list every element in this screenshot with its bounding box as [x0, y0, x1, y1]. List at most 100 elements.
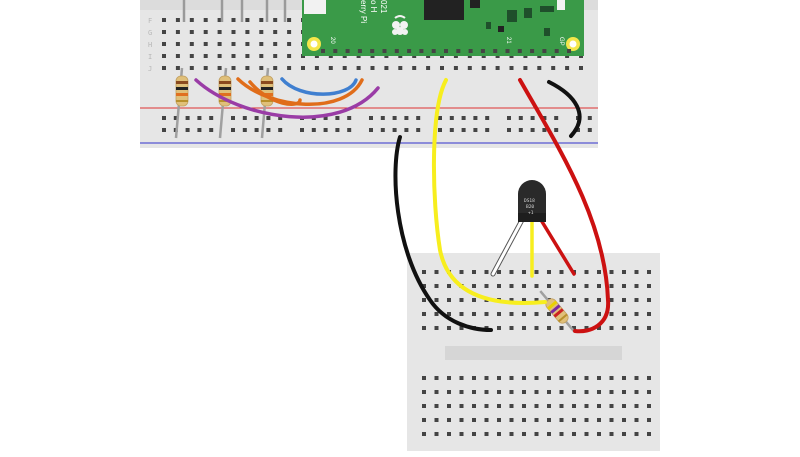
rail-hole — [209, 116, 214, 120]
breadboard-hole — [522, 376, 526, 380]
black-ground-wire — [393, 135, 493, 332]
breadboard-hole — [634, 432, 639, 436]
breadboard-hole — [203, 54, 208, 58]
breadboard-hole — [547, 390, 551, 394]
pico-pin — [554, 49, 559, 53]
rail-hole — [449, 116, 454, 120]
breadboard-hole — [534, 284, 539, 288]
breadboard-hole — [273, 18, 278, 22]
breadboard-hole — [537, 66, 542, 70]
breadboard-hole — [547, 270, 551, 274]
rail-hole — [542, 116, 547, 120]
breadboard-hole — [481, 66, 486, 70]
rail-hole — [278, 116, 283, 120]
pico-pin — [505, 49, 510, 53]
rail-hole — [266, 128, 271, 132]
breadboard-hole — [522, 326, 526, 330]
breadboard-hole — [422, 284, 426, 288]
breadboard-hole — [447, 418, 451, 422]
breadboard-hole — [434, 284, 439, 288]
breadboard-hole — [647, 312, 651, 316]
main-row-letters: F G H I J — [148, 17, 152, 73]
breadboard-hole — [453, 66, 458, 70]
breadboard-hole — [609, 376, 614, 380]
breadboard-hole — [497, 284, 501, 288]
breadboard-hole — [245, 18, 250, 22]
breadboard-hole — [273, 54, 278, 58]
row-letter-h: H — [148, 41, 152, 49]
breadboard-hole — [217, 30, 222, 34]
breadboard-hole — [459, 270, 464, 274]
pico-pin — [444, 49, 448, 53]
rail-hole — [266, 116, 271, 120]
breadboard-hole — [509, 418, 514, 422]
breadboard-hole — [609, 312, 614, 316]
breadboard-hole — [434, 270, 439, 274]
breadboard-hole — [287, 42, 292, 46]
breadboard-hole — [522, 418, 526, 422]
breadboard-hole — [609, 390, 614, 394]
rail-hole — [197, 128, 202, 132]
breadboard-hole — [559, 432, 564, 436]
breadboard-hole — [472, 376, 476, 380]
breadboard-hole — [634, 298, 639, 302]
breadboard-hole — [162, 18, 166, 22]
breadboard-hole — [534, 418, 539, 422]
rail-hole — [209, 128, 214, 132]
breadboard-hole — [273, 30, 278, 34]
breadboard-hole — [484, 432, 489, 436]
pico-pin — [333, 49, 338, 53]
pico-usb-connector — [304, 0, 326, 14]
rail-hole — [485, 128, 490, 132]
breadboard-hole — [231, 18, 236, 22]
small-breadboard-center-channel — [445, 346, 622, 360]
breadboard-hole — [422, 376, 426, 380]
row-letter-f: F — [148, 17, 152, 25]
breadboard-hole — [472, 390, 476, 394]
breadboard-hole — [217, 18, 222, 22]
breadboard-hole — [597, 390, 601, 394]
sensor-marking-1: DS18 — [524, 198, 535, 204]
breadboard-hole — [162, 42, 166, 46]
sensor-body — [518, 180, 546, 222]
sensor-wires — [393, 78, 611, 334]
rail-hole — [347, 128, 352, 132]
breadboard-hole — [534, 312, 539, 316]
rail-hole — [162, 116, 166, 120]
rail-hole — [461, 116, 466, 120]
breadboard-hole — [434, 404, 439, 408]
breadboard-hole — [559, 270, 564, 274]
breadboard-hole — [522, 312, 526, 316]
breadboard-hole — [509, 312, 514, 316]
breadboard-hole — [287, 54, 292, 58]
breadboard-hole — [547, 404, 551, 408]
pico-pin — [567, 49, 571, 53]
breadboard-hole — [584, 298, 589, 302]
temperature-sensor: DS18 B20 +1 — [490, 180, 576, 278]
breadboard-hole — [459, 312, 464, 316]
rail-hole — [518, 128, 523, 132]
breadboard-hole — [522, 298, 526, 302]
breadboard-hole — [534, 326, 539, 330]
rail-hole — [542, 128, 547, 132]
breadboard-hole — [565, 66, 570, 70]
breadboard-hole — [459, 376, 464, 380]
purple-wire — [194, 78, 380, 119]
breadboard-hole — [259, 54, 264, 58]
breadboard-hole — [245, 54, 250, 58]
breadboard-hole — [597, 326, 601, 330]
breadboard-hole — [459, 390, 464, 394]
breadboard-hole — [472, 270, 476, 274]
breadboard-hole — [609, 432, 614, 436]
sensor-marking-3: +1 — [528, 210, 534, 216]
breadboard-hole — [622, 270, 626, 274]
breadboard-hole — [584, 270, 589, 274]
rail-hole — [438, 128, 442, 132]
breadboard-hole — [497, 418, 501, 422]
breadboard-hole — [572, 312, 576, 316]
breadboard-hole — [622, 432, 626, 436]
breadboard-hole — [495, 66, 500, 70]
breadboard-hole — [547, 312, 551, 316]
breadboard-hole — [447, 404, 451, 408]
breadboard-hole — [175, 66, 180, 70]
